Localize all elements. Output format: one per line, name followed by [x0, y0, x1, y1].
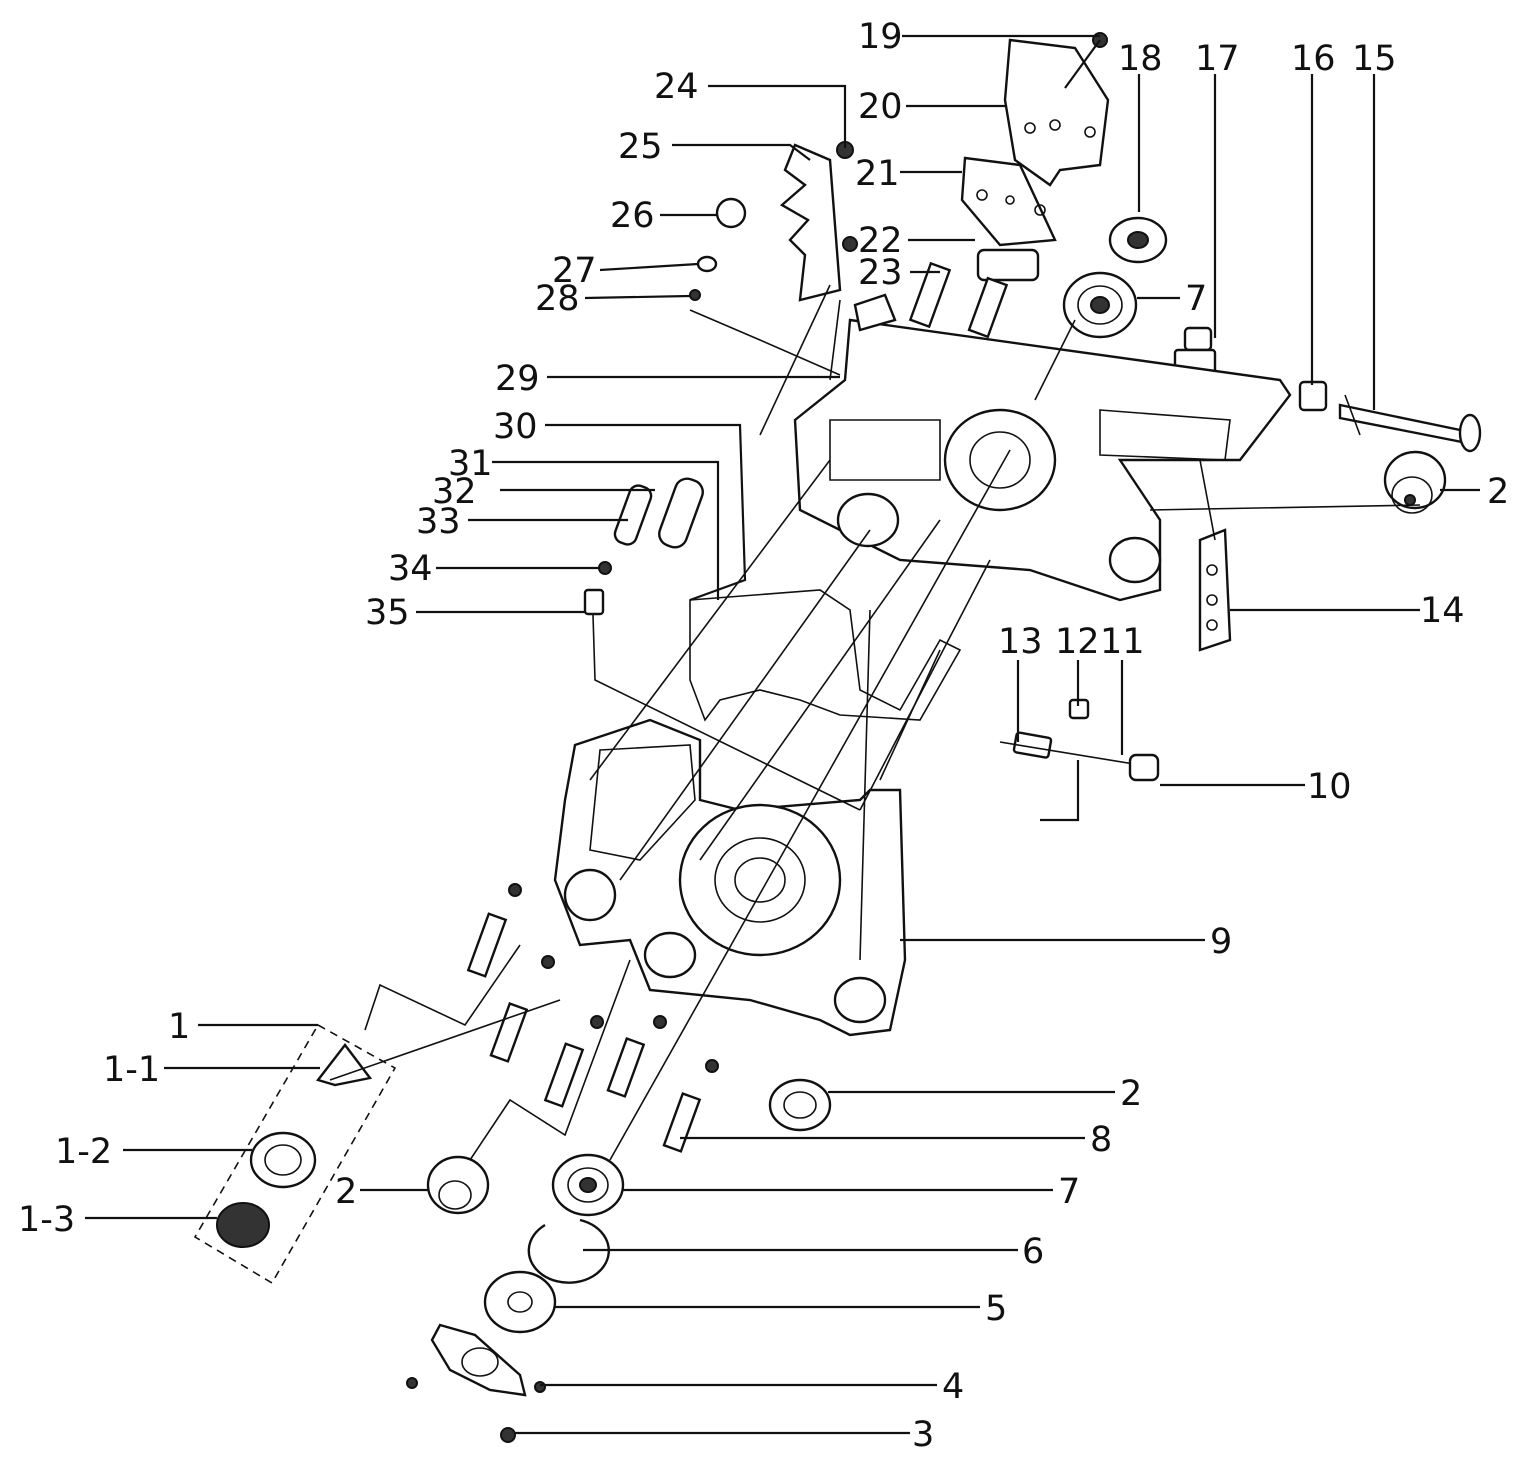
- callout-5: 5: [985, 1289, 1007, 1329]
- part-4-flange: [406, 1323, 546, 1397]
- part-7-bearing-upper: [1062, 271, 1138, 339]
- callout-8: 8: [1090, 1120, 1112, 1160]
- part-2-mount-lower-left: [426, 1155, 490, 1215]
- part-22-block: [976, 248, 1040, 282]
- callout-28: 28: [535, 279, 580, 319]
- part-22-nut: [842, 236, 858, 252]
- part-1-assembly: [193, 1023, 397, 1285]
- part-3-screw: [500, 1427, 516, 1443]
- assembly-lines: [329, 284, 1421, 1161]
- callout-34: 34: [388, 549, 433, 589]
- part-35-fitting: [583, 588, 605, 616]
- callout-11: 11: [1100, 622, 1145, 662]
- part-21-plate: [960, 156, 1057, 247]
- part-20-guide-plate: [1003, 38, 1110, 187]
- callout-31: 31: [448, 444, 493, 484]
- callout-4: 4: [942, 1367, 964, 1407]
- callout-2-lower-right: 2: [1120, 1074, 1142, 1114]
- callout-18: 18: [1118, 39, 1163, 79]
- callout-1-3: 1-3: [18, 1200, 75, 1240]
- part-29-upper-housing: [793, 293, 1292, 602]
- callout-13: 13: [998, 622, 1043, 662]
- callout-35: 35: [365, 593, 410, 633]
- part-10-13-assembly: [999, 698, 1160, 782]
- callout-33: 33: [416, 502, 461, 542]
- part-18-seal: [1108, 216, 1168, 264]
- callout-14: 14: [1420, 591, 1465, 631]
- callout-32: 32: [432, 472, 477, 512]
- callout-22: 22: [858, 221, 903, 261]
- callout-25: 25: [618, 127, 663, 167]
- callout-20: 20: [858, 87, 903, 127]
- part-25-bracket: [779, 143, 842, 302]
- callout-19: 19: [858, 17, 903, 57]
- callout-30: 30: [493, 407, 538, 447]
- callout-16: 16: [1291, 39, 1336, 79]
- callout-labels: 19 24 20 18 17 16 15 25 21 26 22 27 23 2…: [18, 17, 1509, 1455]
- part-2-mount-right: [1383, 450, 1447, 514]
- part-15-bolt: [1338, 394, 1482, 453]
- callout-1-1: 1-1: [103, 1050, 160, 1090]
- callout-7-lower: 7: [1058, 1172, 1080, 1212]
- part-27-washer: [696, 255, 718, 273]
- part-34-washer: [598, 561, 612, 575]
- part-23-studs: [908, 261, 1009, 339]
- callout-9: 9: [1210, 922, 1232, 962]
- callout-24: 24: [654, 67, 699, 107]
- part-26-cap: [715, 197, 747, 229]
- callout-15: 15: [1352, 39, 1397, 79]
- part-5-seal: [483, 1270, 557, 1334]
- callout-10: 10: [1307, 767, 1352, 807]
- part-32-tube: [658, 477, 704, 549]
- leader-lines: [85, 34, 1480, 1435]
- callout-26: 26: [610, 196, 655, 236]
- part-9-lower-housing: [553, 718, 907, 1037]
- part-30-gasket: [689, 589, 962, 722]
- part-7-bearing-lower: [551, 1153, 625, 1217]
- part-6-circlip: [527, 1218, 610, 1284]
- callout-2-right: 2: [1487, 472, 1509, 512]
- part-16-bushing: [1298, 380, 1328, 412]
- callout-21: 21: [855, 154, 900, 194]
- part-33-tube: [613, 484, 653, 546]
- callout-27: 27: [552, 251, 597, 291]
- callout-23: 23: [858, 253, 903, 293]
- part-28-pin: [689, 289, 701, 301]
- callout-3: 3: [912, 1415, 934, 1455]
- part-8-bolts: [466, 883, 719, 1153]
- callout-17: 17: [1195, 39, 1240, 79]
- callout-1: 1: [168, 1007, 190, 1047]
- callout-1-2: 1-2: [55, 1132, 112, 1172]
- part-2-mount-lower-right: [768, 1078, 832, 1132]
- parts-drawing: [193, 32, 1482, 1443]
- callout-6: 6: [1022, 1232, 1044, 1272]
- part-14-filter: [1198, 528, 1232, 652]
- callout-29: 29: [495, 359, 540, 399]
- callout-12: 12: [1055, 622, 1100, 662]
- callout-7-upper: 7: [1185, 279, 1207, 319]
- callout-2-lower-left: 2: [335, 1172, 357, 1212]
